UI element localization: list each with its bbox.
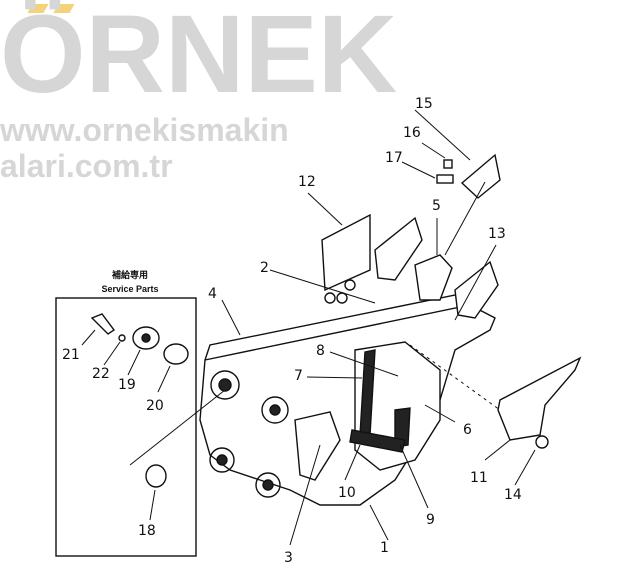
- callout-13: 13: [488, 226, 506, 242]
- pin-17: [436, 174, 454, 184]
- lock-16: [443, 159, 453, 169]
- callout-11: 11: [470, 470, 488, 486]
- plug-18: [145, 464, 167, 488]
- watermark-brand: ÖRNEK: [0, 0, 398, 116]
- callout-15: 15: [415, 96, 433, 112]
- callout-9: 9: [426, 512, 435, 528]
- callout-6: 6: [463, 422, 472, 438]
- callout-12: 12: [298, 174, 316, 190]
- service-parts-title-jp: 補給専用: [111, 270, 148, 280]
- shim-20: [163, 343, 189, 365]
- callout-3: 3: [284, 550, 293, 566]
- callout-7: 7: [294, 368, 303, 384]
- callout-8: 8: [316, 343, 325, 359]
- nut-14: [535, 435, 549, 449]
- wear-plate-12: [321, 213, 371, 292]
- callout-20: 20: [146, 398, 164, 414]
- washer-22: [118, 334, 126, 342]
- side-cutter-11: [497, 356, 582, 441]
- callout-18: 18: [138, 523, 156, 539]
- collar-19: [132, 326, 160, 350]
- tooth-1: [374, 216, 423, 281]
- callout-22: 22: [92, 366, 110, 382]
- callout-19: 19: [118, 377, 136, 393]
- callout-14: 14: [504, 487, 522, 503]
- callout-2: 2: [260, 260, 269, 276]
- service-parts-box: [55, 297, 197, 557]
- bolt-21: [90, 313, 116, 335]
- tooth-15: [460, 153, 501, 199]
- service-parts-title: Service Parts: [101, 284, 159, 294]
- bracket-3: [294, 411, 341, 481]
- callout-21: 21: [62, 347, 80, 363]
- callout-4: 4: [208, 286, 217, 302]
- tooth-adapter: [414, 254, 453, 301]
- tooth-2: [454, 260, 499, 319]
- callout-1: 1: [380, 540, 389, 556]
- callout-5: 5: [432, 198, 441, 214]
- callout-10: 10: [338, 485, 356, 501]
- watermark-url: www.ornekismakinalari.com.tr: [0, 112, 289, 184]
- callout-16: 16: [403, 125, 421, 141]
- callout-17: 17: [385, 150, 403, 166]
